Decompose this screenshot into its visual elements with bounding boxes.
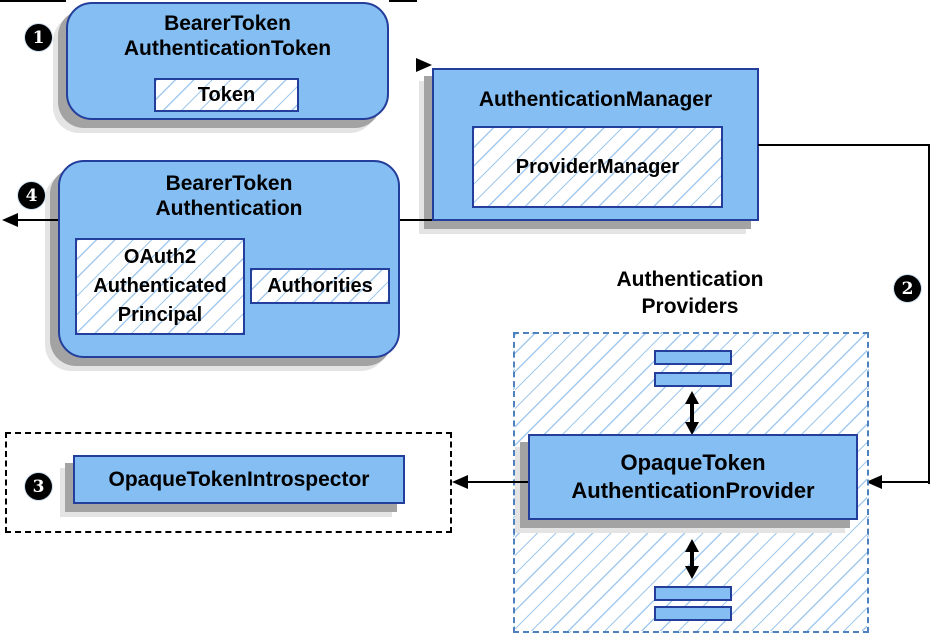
manager-to-authentication-line <box>400 219 432 221</box>
title-line: BearerToken <box>165 172 293 195</box>
arrow-token-to-manager-line <box>389 0 417 2</box>
title-line: AuthenticationToken <box>123 37 332 60</box>
provider-slot-bar <box>654 606 732 621</box>
principal-line: Principal <box>117 304 203 326</box>
step-3-number: 3 <box>32 476 45 497</box>
double-arrow-top-shaft <box>690 403 694 423</box>
node-title: BearerToken Authentication <box>60 162 398 221</box>
introspector-container <box>5 432 452 533</box>
step-1-number: 1 <box>32 27 45 48</box>
manager-to-provider-line-entry <box>882 481 930 483</box>
step-1-badge: 1 <box>25 24 52 51</box>
provider-slot-bar <box>654 350 732 365</box>
double-arrow-bottom-shaft <box>690 551 694 567</box>
step-2-badge: 2 <box>894 275 921 302</box>
token-chip-label: Token <box>197 83 256 106</box>
title-line: BearerToken <box>164 12 291 35</box>
provider-to-introspector-line <box>468 481 528 483</box>
node-opaque-token-introspector: OpaqueTokenIntrospector <box>73 455 405 504</box>
step-4-number: 4 <box>25 185 38 206</box>
title-line: Authentication <box>155 197 303 220</box>
authorities-label: Authorities <box>267 274 373 297</box>
outgoing-authentication-arrowhead <box>2 213 18 227</box>
double-arrow-bottom-down-head <box>685 566 699 579</box>
step-3-badge: 3 <box>25 473 52 500</box>
provider-slot-bar <box>654 372 732 387</box>
double-arrow-top-up-head <box>685 391 699 404</box>
node-title: OpaqueTokenIntrospector <box>109 467 370 492</box>
node-title: OpaqueToken AuthenticationProvider <box>571 449 814 505</box>
node-bearer-token-authentication: BearerToken Authentication OAuth2 Authen… <box>58 160 400 358</box>
node-authentication-manager: AuthenticationManager ProviderManager <box>432 68 759 221</box>
manager-to-provider-line-horizontal <box>758 144 930 146</box>
node-bearer-token-authentication-token: BearerToken AuthenticationToken Token <box>66 2 389 120</box>
provider-manager-label: ProviderManager <box>515 155 680 178</box>
token-chip: Token <box>154 78 299 112</box>
title-line: AuthenticationManager <box>478 88 713 111</box>
provider-manager-chip: ProviderManager <box>472 126 723 208</box>
provider-to-introspector-arrowhead <box>452 475 468 489</box>
title-line: OpaqueToken <box>620 450 766 475</box>
principal-line: Authenticated <box>93 275 227 297</box>
principal-line: OAuth2 <box>123 246 197 268</box>
title-line: OpaqueTokenIntrospector <box>108 468 370 491</box>
authorities-chip: Authorities <box>250 268 390 304</box>
label-line: Providers <box>641 295 739 318</box>
oauth2-authenticated-principal-chip: OAuth2 Authenticated Principal <box>75 238 245 335</box>
provider-slot-bar <box>654 586 732 601</box>
node-title: BearerToken AuthenticationToken <box>68 4 387 61</box>
title-line: AuthenticationProvider <box>571 478 815 503</box>
double-arrow-top-down-head <box>685 422 699 435</box>
authentication-providers-label: Authentication Providers <box>590 266 790 320</box>
outgoing-authentication-line <box>16 219 58 221</box>
step-4-badge: 4 <box>18 182 45 209</box>
double-arrow-bottom-up-head <box>685 539 699 552</box>
label-line: Authentication <box>616 268 764 291</box>
manager-to-provider-arrowhead <box>866 475 882 489</box>
arrow-token-to-manager-head <box>416 58 432 72</box>
step-2-number: 2 <box>901 278 914 299</box>
node-opaque-token-authentication-provider: OpaqueToken AuthenticationProvider <box>528 434 858 520</box>
manager-to-provider-line-vertical <box>928 144 930 484</box>
incoming-request-line <box>0 0 66 2</box>
node-title: AuthenticationManager <box>434 70 757 112</box>
